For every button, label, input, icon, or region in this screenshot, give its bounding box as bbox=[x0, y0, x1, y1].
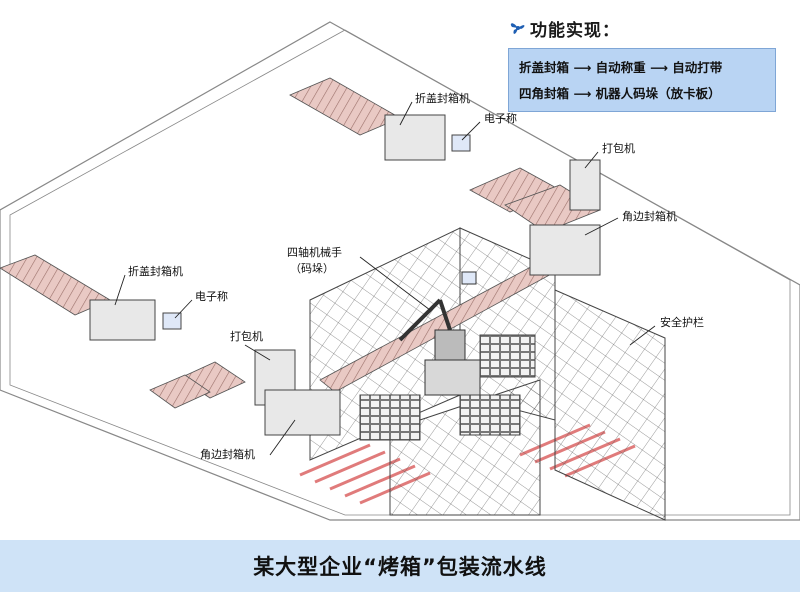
info-title: 功能实现： bbox=[530, 21, 620, 41]
label-robot-line1: 四轴机械手 bbox=[287, 245, 342, 259]
info-panel: 折盖封箱 ⟶ 自动称重 ⟶ 自动打带 四角封箱 ⟶ 机器人码垛（放卡板） bbox=[508, 48, 776, 112]
label-left-corner-sealer: 角边封箱机 bbox=[200, 447, 255, 461]
left-corner-sealer-machine bbox=[264, 389, 341, 436]
top-corner-sealer-machine bbox=[529, 224, 601, 276]
palletizing-robot bbox=[398, 271, 481, 396]
top-strapper-machine bbox=[569, 159, 601, 211]
flow-line-2: 四角封箱 ⟶ 机器人码垛（放卡板） bbox=[519, 86, 721, 101]
top-folding-sealer-machine bbox=[384, 114, 446, 161]
function-info-box: 功能实现： 折盖封箱 ⟶ 自动称重 ⟶ 自动打带 四角封箱 ⟶ 机器人码垛（放卡… bbox=[508, 16, 776, 112]
floor-outline bbox=[0, 21, 800, 521]
top-scale-display bbox=[451, 134, 471, 152]
label-safety-fence: 安全护栏 bbox=[660, 315, 704, 329]
production-line-diagram: 折盖封箱机 电子称 打包机 角边封箱机 四轴机械手 （码垛） 折盖封箱机 电子称… bbox=[0, 21, 800, 521]
label-robot-line2: （码垛） bbox=[290, 262, 334, 275]
main-conveyor bbox=[149, 261, 556, 409]
leader-lines bbox=[114, 101, 656, 456]
machines bbox=[89, 114, 601, 436]
label-top-folding-sealer: 折盖封箱机 bbox=[415, 91, 470, 105]
left-scale-display bbox=[162, 312, 182, 330]
label-top-strapper: 打包机 bbox=[602, 141, 635, 155]
component-labels: 折盖封箱机 电子称 打包机 角边封箱机 四轴机械手 （码垛） 折盖封箱机 电子称… bbox=[128, 91, 704, 461]
label-top-corner-sealer: 角边封箱机 bbox=[622, 209, 677, 223]
label-left-strapper: 打包机 bbox=[230, 329, 263, 343]
label-left-scale: 电子称 bbox=[195, 289, 228, 303]
banner-title: 某大型企业“烤箱”包装流水线 bbox=[253, 555, 547, 579]
label-top-scale: 电子称 bbox=[484, 111, 517, 125]
left-folding-sealer-machine bbox=[89, 299, 156, 341]
propeller-icon bbox=[510, 23, 525, 34]
label-left-folding-sealer: 折盖封箱机 bbox=[128, 264, 183, 278]
pallet-stacks bbox=[359, 334, 536, 441]
bottom-banner: 某大型企业“烤箱”包装流水线 bbox=[0, 540, 800, 592]
flow-line-1: 折盖封箱 ⟶ 自动称重 ⟶ 自动打带 bbox=[519, 60, 723, 75]
